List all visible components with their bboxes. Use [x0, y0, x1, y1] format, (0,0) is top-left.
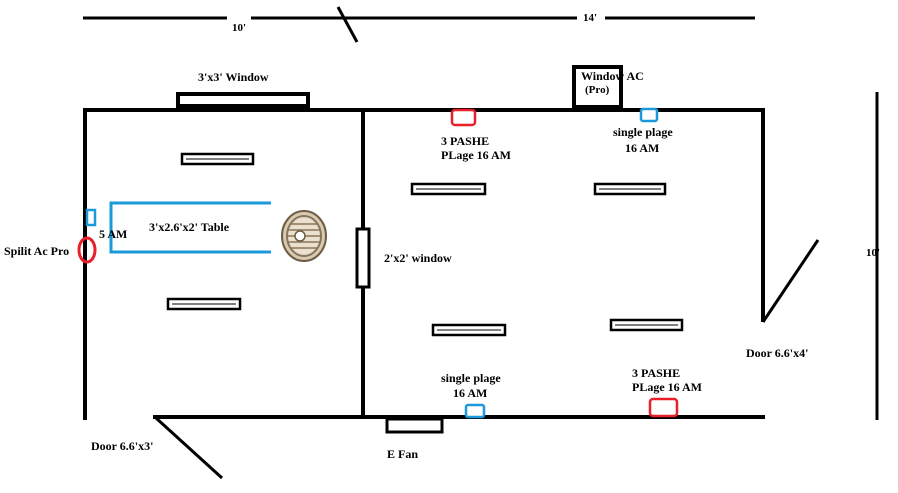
middle-window-label: 2'x2' window	[384, 251, 452, 265]
door-right-swing	[761, 239, 820, 323]
dimension-10ft-right: 10'	[866, 247, 880, 259]
dimension-14ft-top: 14'	[583, 12, 597, 24]
table-outline	[109, 201, 271, 254]
three-phase-socket-top	[450, 108, 477, 127]
three-pashe-top-line1: 3 PASHE	[441, 134, 489, 148]
split-ac-unit	[77, 236, 97, 264]
dimension-split-mark	[336, 6, 359, 43]
single-socket-top	[639, 107, 659, 123]
three-phase-socket-bottom	[648, 397, 679, 418]
single-plage-bottom-line2: 16 AM	[453, 386, 487, 400]
tube-lights	[166, 152, 684, 337]
window-middle	[355, 227, 371, 289]
three-pashe-bottom-line1: 3 PASHE	[632, 366, 680, 380]
door-right-label: Door 6.6'x4'	[746, 346, 808, 360]
dimension-10ft-top: 10'	[232, 22, 246, 34]
single-plage-top-line2: 16 AM	[625, 141, 659, 155]
door-left-label: Door 6.6'x3'	[91, 439, 153, 453]
exhaust-fan-label: E Fan	[387, 447, 418, 461]
socket-5am	[85, 208, 97, 227]
three-pashe-bottom-line2: PLage 16 AM	[632, 380, 702, 394]
three-pashe-top-line2: PLage 16 AM	[441, 148, 511, 162]
exhaust-fan	[385, 417, 444, 434]
window-ac-unit	[572, 65, 623, 109]
window-top-left-label: 3'x3' Window	[198, 70, 269, 84]
single-plage-top-line1: single plage	[613, 125, 673, 139]
dimension-lines	[83, 6, 879, 420]
table-label: 3'x2.6'x2' Table	[149, 220, 230, 234]
window-top-left	[176, 92, 310, 108]
window-ac-label-line1: Window AC	[581, 69, 644, 83]
door-left-swing	[154, 416, 224, 480]
single-socket-bottom	[464, 403, 486, 419]
window-ac-label-line2: (Pro)	[585, 84, 610, 96]
single-plage-bottom-line1: single plage	[441, 371, 501, 385]
socket-5am-label: 5 AM	[99, 227, 127, 241]
split-ac-label: Spilit Ac Pro	[4, 244, 69, 258]
fan-icon	[281, 210, 327, 262]
